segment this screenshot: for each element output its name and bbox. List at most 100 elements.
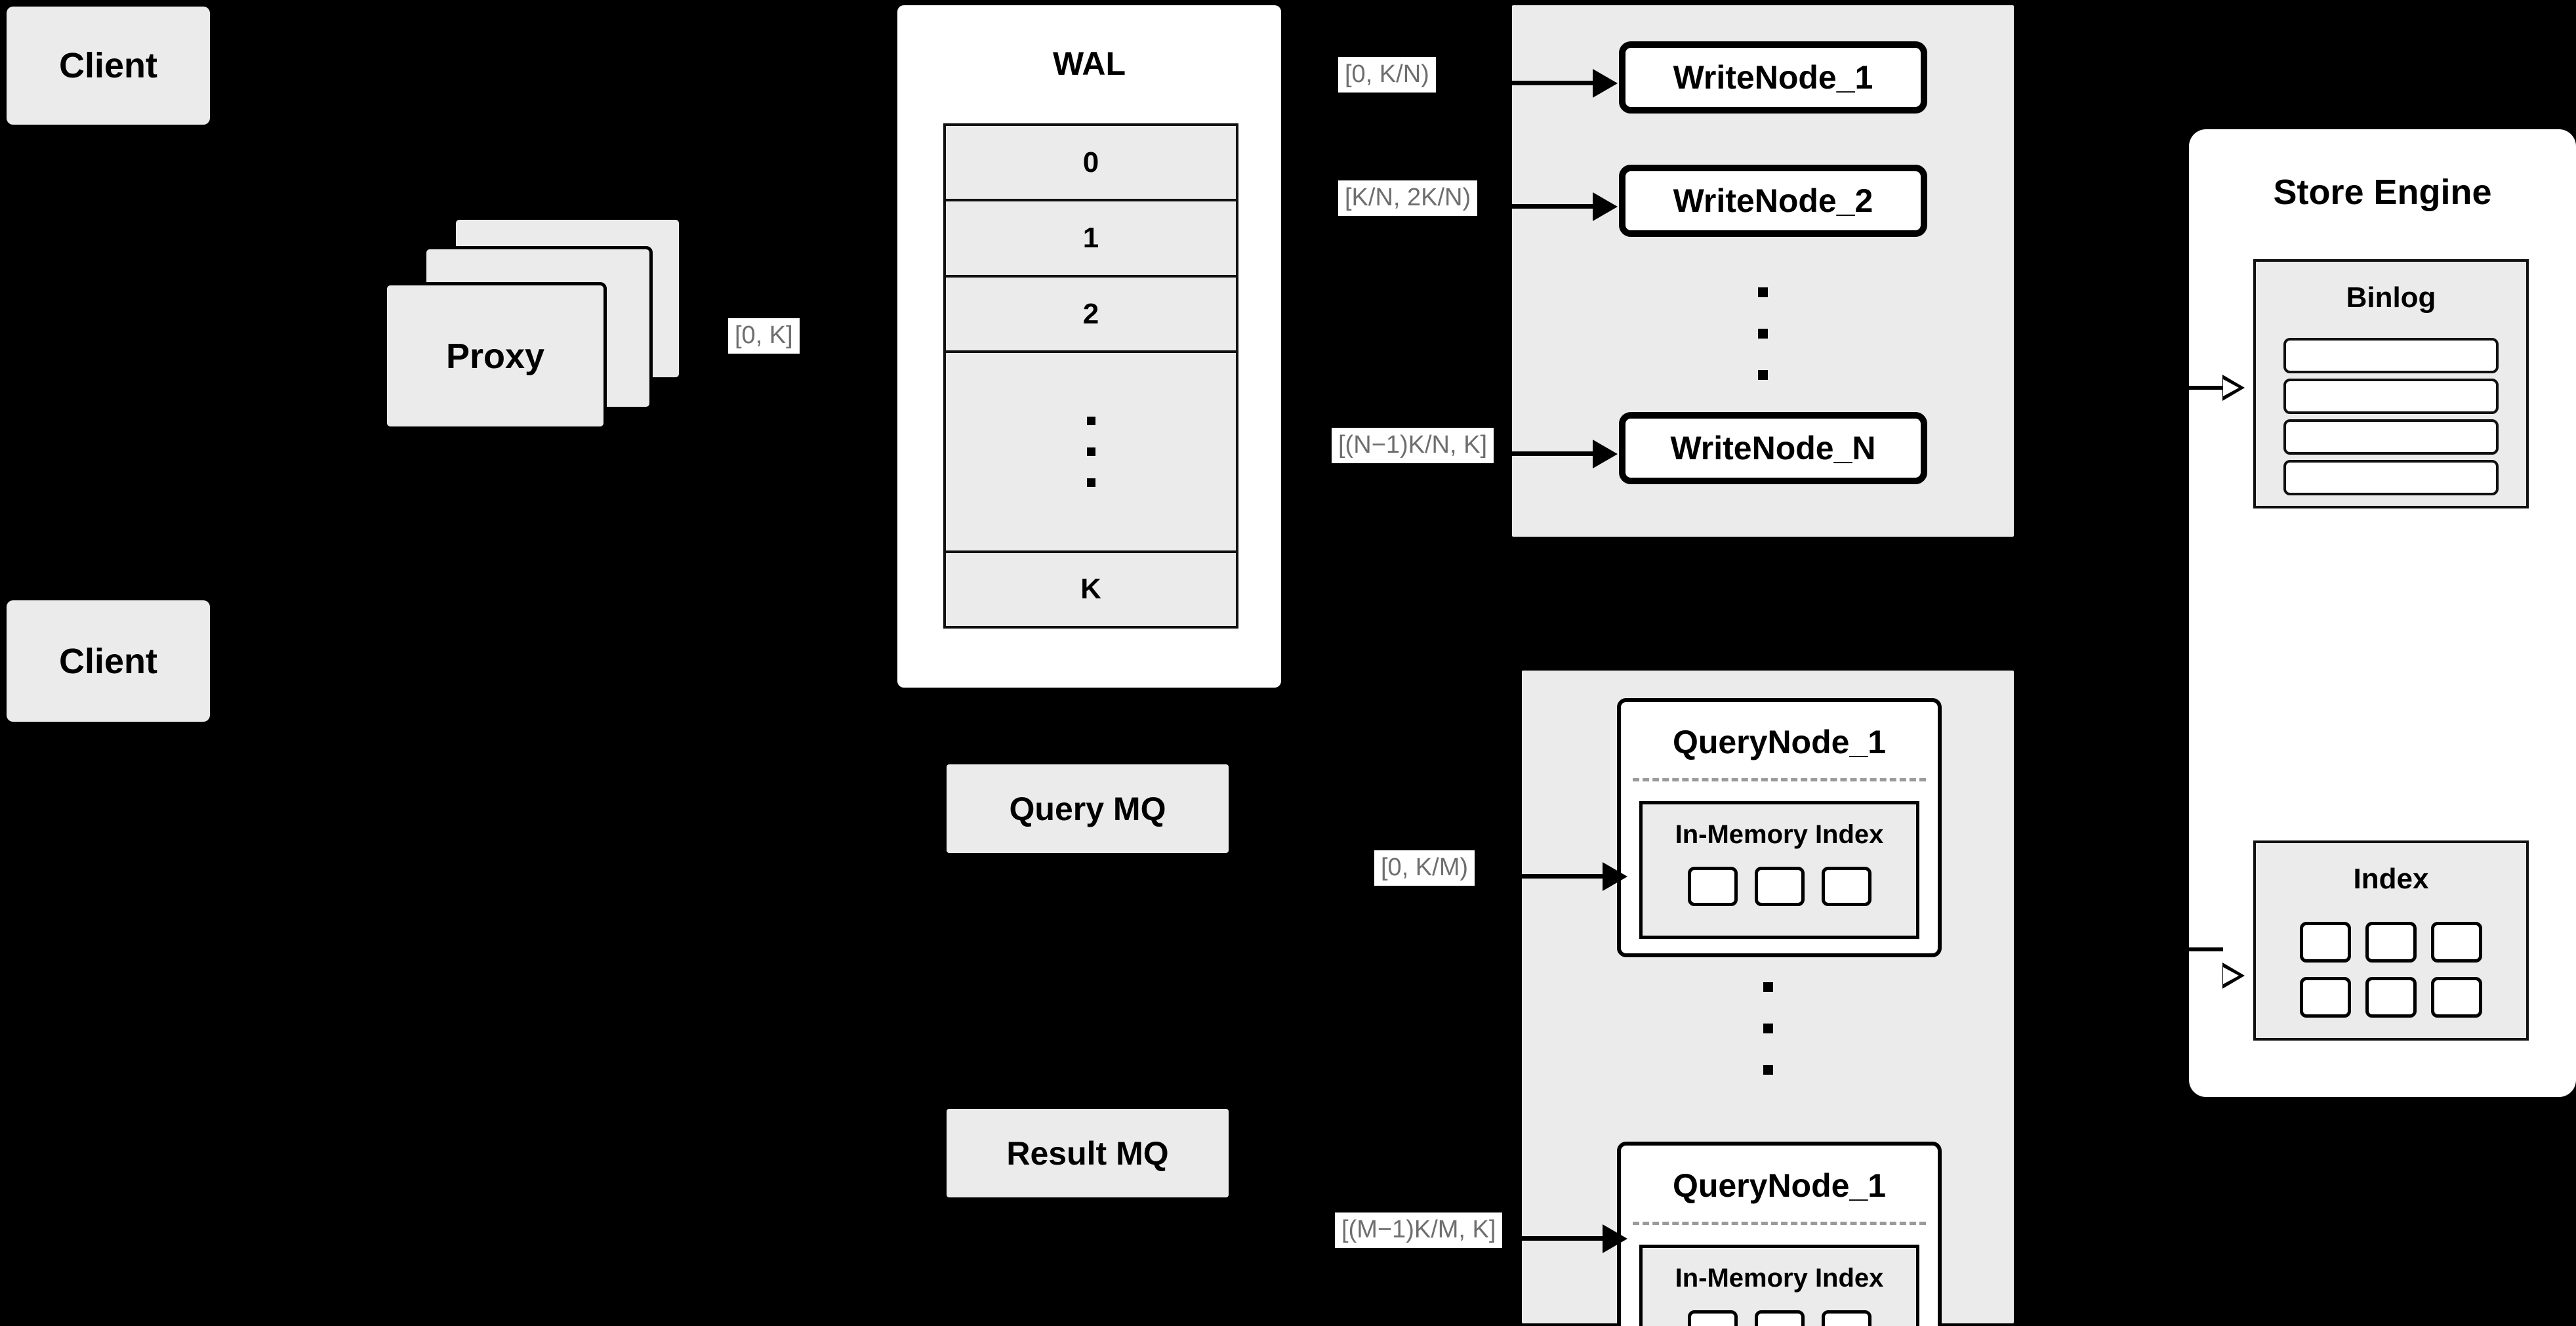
edge-label-qnm-text: [(M−1)K/M, K] — [1341, 1216, 1496, 1243]
write-node-n[interactable]: WriteNode_N — [1619, 412, 1927, 484]
wal-panel: WAL 0 1 2 K — [897, 5, 1281, 688]
edge-label-qn1-text: [0, K/M) — [1381, 854, 1469, 881]
proxy-card-front[interactable]: Proxy — [384, 282, 607, 430]
query-node-1-label: QueryNode_1 — [1672, 724, 1887, 760]
arrow-head-to-write-node-2 — [1593, 192, 1618, 221]
query-node-ellipsis — [1522, 982, 2014, 1075]
result-mq-label: Result MQ — [1006, 1134, 1169, 1172]
index-cell[interactable] — [2365, 922, 2417, 963]
arrow-head-to-index — [2222, 963, 2245, 989]
edge-label-wn2-text: [K/N, 2K/N) — [1345, 184, 1471, 211]
wal-row[interactable]: 2 — [946, 277, 1236, 354]
index-box[interactable]: Index — [2253, 840, 2529, 1041]
edge-label-wal-to-write-node-1: [0, K/N) — [1338, 57, 1436, 93]
ellipsis-dot-icon — [1763, 1065, 1773, 1075]
ellipsis-dot-icon — [1086, 447, 1095, 456]
wal-row[interactable]: 0 — [946, 126, 1236, 202]
index-grid — [2256, 922, 2526, 1018]
arrow-line-to-write-node-n — [1512, 451, 1594, 456]
index-cell[interactable] — [1687, 867, 1738, 906]
index-cell[interactable] — [2300, 977, 2351, 1018]
query-mq-box[interactable]: Query MQ — [947, 764, 1229, 853]
ellipsis-dot-icon — [1763, 982, 1773, 992]
index-cell[interactable] — [2431, 977, 2482, 1018]
arrow-line-to-write-node-2 — [1512, 204, 1594, 209]
ellipsis-dot-icon — [1763, 1024, 1773, 1033]
client-box-bottom[interactable]: Client — [7, 600, 210, 722]
edge-label-proxy-to-wal: [0, K] — [728, 318, 800, 354]
write-node-2[interactable]: WriteNode_2 — [1619, 165, 1927, 237]
write-node-n-label: WriteNode_N — [1670, 430, 1876, 466]
wal-table: 0 1 2 K — [943, 123, 1238, 629]
arrow-line-to-query-node-m — [1522, 1236, 1604, 1241]
binlog-row[interactable] — [2283, 338, 2499, 373]
proxy-label: Proxy — [445, 336, 545, 376]
edge-label-wal-to-write-node-2: [K/N, 2K/N) — [1338, 180, 1478, 216]
arrow-head-to-write-node-1 — [1593, 69, 1618, 98]
wal-row-ellipsis — [946, 353, 1236, 553]
query-mq-label: Query MQ — [1009, 790, 1166, 827]
binlog-box[interactable]: Binlog — [2253, 259, 2529, 508]
index-cell[interactable] — [1821, 867, 1871, 906]
arrow-head-to-query-node-m — [1603, 1224, 1627, 1253]
index-cell[interactable] — [1754, 867, 1805, 906]
query-node-m-label: QueryNode_1 — [1672, 1167, 1887, 1204]
binlog-row[interactable] — [2283, 460, 2499, 495]
in-memory-index-1-title: In-Memory Index — [1675, 820, 1884, 849]
in-memory-index-2-title: In-Memory Index — [1675, 1264, 1884, 1293]
ellipsis-dot-icon — [1086, 416, 1095, 425]
query-node-cluster: QueryNode_1 In-Memory Index QueryNode_1 — [1522, 671, 2014, 1326]
query-node-m-divider — [1633, 1222, 1926, 1225]
wal-row-label: K — [1080, 573, 1101, 606]
arrow-head-to-write-node-n — [1593, 440, 1618, 468]
wal-title: WAL — [1052, 45, 1126, 82]
edge-label-wnn-text: [(N−1)K/N, K] — [1338, 431, 1487, 459]
index-cell[interactable] — [1754, 1310, 1805, 1326]
write-node-2-label: WriteNode_2 — [1673, 182, 1873, 219]
store-engine-title: Store Engine — [2273, 173, 2492, 212]
index-cell[interactable] — [2300, 922, 2351, 963]
binlog-title: Binlog — [2346, 281, 2436, 314]
arrow-line-to-binlog — [2189, 386, 2223, 390]
write-node-1-label: WriteNode_1 — [1673, 59, 1873, 96]
ellipsis-dot-icon — [1758, 329, 1768, 339]
store-engine-panel: Store Engine Binlog Index — [2189, 129, 2576, 1097]
arrow-line-to-index — [2189, 947, 2223, 951]
index-cell[interactable] — [1821, 1310, 1871, 1326]
wal-row-label: 0 — [1082, 146, 1099, 178]
edge-label-wal-to-write-node-n: [(N−1)K/N, K] — [1332, 428, 1494, 463]
result-mq-box[interactable]: Result MQ — [947, 1109, 1229, 1197]
edge-label-mq-to-query-node-m: [(M−1)K/M, K] — [1335, 1212, 1503, 1248]
edge-label-proxy-to-wal-text: [0, K] — [735, 321, 793, 349]
ellipsis-dot-icon — [1086, 478, 1095, 487]
arrow-line-to-query-node-1 — [1522, 874, 1604, 879]
binlog-row[interactable] — [2283, 419, 2499, 455]
wal-row[interactable]: 1 — [946, 201, 1236, 278]
ellipsis-dot-icon — [1758, 287, 1768, 297]
query-node-1-divider — [1633, 778, 1926, 781]
client-bottom-label: Client — [58, 641, 157, 681]
wal-row-label: 1 — [1082, 222, 1099, 255]
binlog-row[interactable] — [2283, 379, 2499, 414]
client-top-label: Client — [58, 46, 157, 85]
in-memory-index-1-cells — [1643, 867, 1916, 906]
write-node-ellipsis — [1512, 287, 2014, 380]
in-memory-index-2-cells — [1643, 1310, 1916, 1326]
wal-row[interactable]: K — [946, 552, 1236, 627]
query-node-m[interactable]: QueryNode_1 In-Memory Index — [1617, 1142, 1942, 1326]
ellipsis-dot-icon — [1758, 370, 1768, 380]
query-node-1[interactable]: QueryNode_1 In-Memory Index — [1617, 698, 1942, 957]
index-title: Index — [2353, 863, 2429, 895]
arrow-head-to-binlog — [2222, 375, 2245, 401]
client-box-top[interactable]: Client — [7, 7, 210, 125]
index-cell[interactable] — [1687, 1310, 1738, 1326]
arrow-line-to-write-node-1 — [1512, 81, 1594, 85]
in-memory-index-1: In-Memory Index — [1639, 801, 1919, 939]
edge-label-wn1-text: [0, K/N) — [1345, 60, 1429, 88]
write-node-1[interactable]: WriteNode_1 — [1619, 41, 1927, 114]
index-cell[interactable] — [2431, 922, 2482, 963]
in-memory-index-2: In-Memory Index — [1639, 1245, 1919, 1326]
wal-row-label: 2 — [1082, 297, 1099, 330]
index-cell[interactable] — [2365, 977, 2417, 1018]
